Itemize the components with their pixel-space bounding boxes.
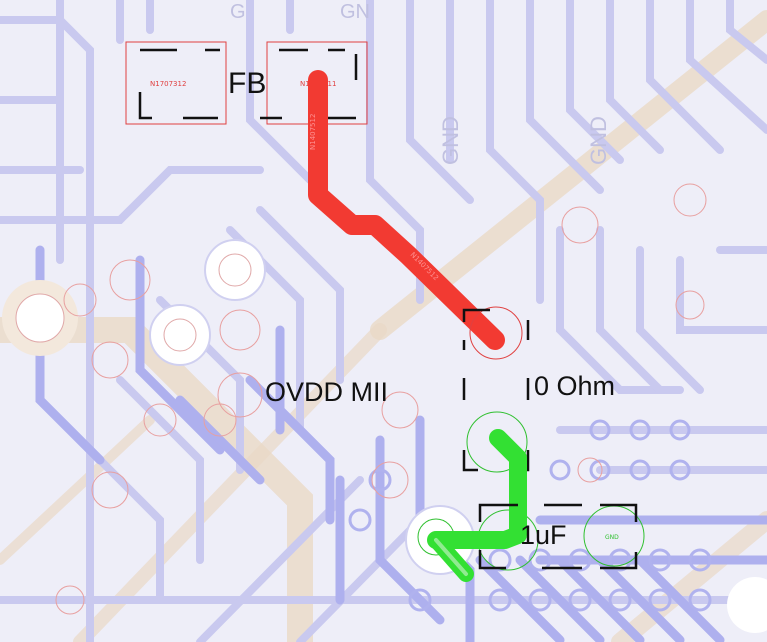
ovdd-mii-label: OVDD MII: [265, 377, 388, 407]
pad-rings-red: [55, 183, 707, 615]
gnd-rotated-label-2: GND: [586, 116, 611, 165]
plane-traces-dark: [35, 245, 767, 642]
cap-1uf-label: 1uF: [520, 520, 567, 550]
red-via-ring: [469, 306, 523, 360]
faint-labels: G GN GND GND: [230, 1, 611, 165]
g-top-label: G: [230, 1, 246, 23]
fb-label: FB: [228, 67, 266, 100]
gnd-pad-label: GND: [605, 534, 619, 541]
fb-pad-left-tag: N1707312: [150, 80, 186, 88]
red-trace-tag-top: N1407512: [309, 114, 317, 150]
gn-top-label: GN: [340, 1, 370, 23]
green-trace: [427, 429, 527, 582]
zero-ohm-label: 0 Ohm: [534, 371, 615, 401]
via-array: [348, 419, 712, 612]
gnd-rotated-label-1: GND: [438, 116, 463, 165]
capacitor-silkscreen: [478, 503, 638, 570]
